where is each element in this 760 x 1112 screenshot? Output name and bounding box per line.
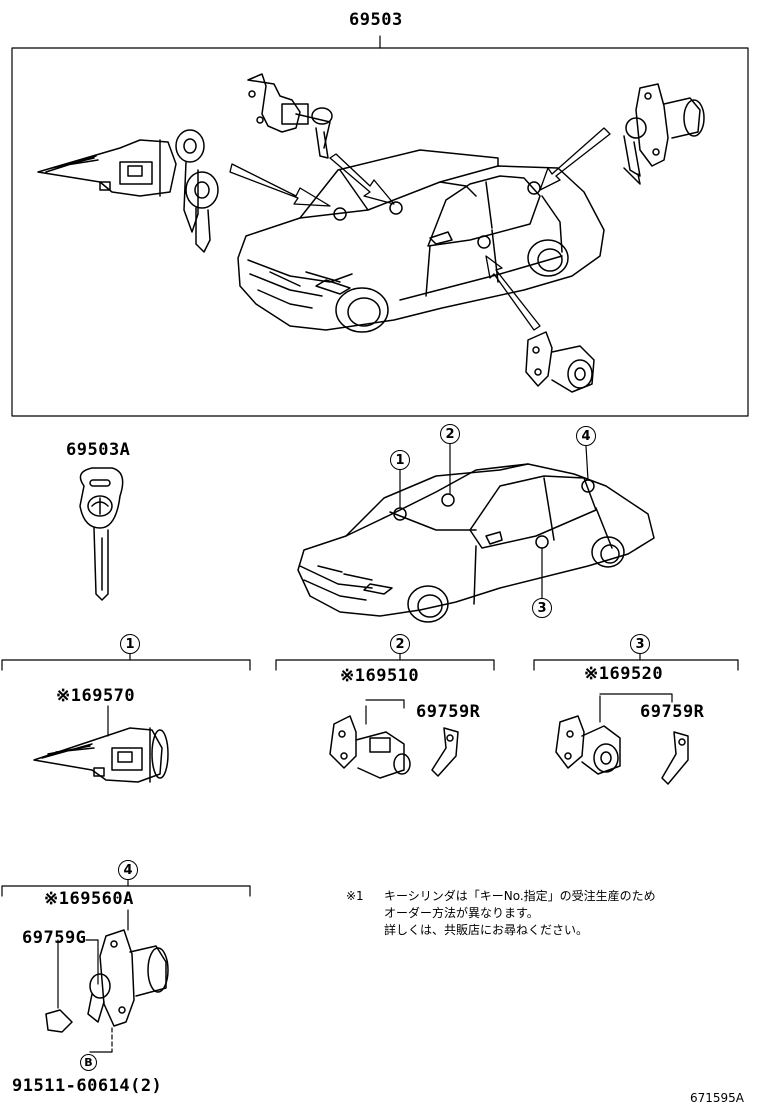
rear-door-lock-cylinder-part <box>555 693 689 785</box>
note-mark: ※1 <box>346 889 364 903</box>
part-number-91511-60614: 91511-60614(2) <box>12 1076 163 1096</box>
screw-mark-b: B <box>80 1054 97 1071</box>
note-line-2: オーダー方法が異なります。 <box>384 906 539 920</box>
part-number-69759r-rear: 69759R <box>640 702 705 722</box>
section-2-header: 2 <box>390 634 410 654</box>
section-brackets <box>1 649 739 897</box>
part-number-169560a: ※169560A <box>44 889 134 909</box>
callout-2-car: 2 <box>440 424 460 444</box>
door-lock-cylinder-bottom <box>525 331 595 393</box>
door-lock-cylinder-top <box>247 73 333 159</box>
trunk-lock-cylinder-top <box>623 83 705 185</box>
part-number-69503a: 69503A <box>66 440 131 460</box>
callout-1-car: 1 <box>390 450 410 470</box>
callout-3-car: 3 <box>532 598 552 618</box>
part-number-69759r-front: 69759R <box>416 702 481 722</box>
car-small-illustration <box>297 463 655 623</box>
trunk-lock-cylinder-part <box>45 909 169 1053</box>
section-3-header: 3 <box>630 634 650 654</box>
ignition-cylinder-with-keys <box>37 129 219 253</box>
section-4-header: 4 <box>118 860 138 880</box>
door-lock-cylinder-part <box>329 699 459 779</box>
key-blank <box>79 467 124 601</box>
car-top-illustration <box>237 149 605 333</box>
note-line-1: キーシリンダは「キーNo.指定」の受注生産のため <box>384 889 656 903</box>
callout-4-car: 4 <box>576 426 596 446</box>
part-number-169520: ※169520 <box>584 664 664 684</box>
section-1-header: 1 <box>120 634 140 654</box>
part-number-169510: ※169510 <box>340 666 420 686</box>
note-line-3: 詳しくは、共販店にお尋ねください。 <box>384 923 589 937</box>
part-number-69759g: 69759G <box>22 928 87 948</box>
part-number-69503: 69503 <box>349 10 403 30</box>
assembly-pointer-arrows <box>229 127 611 331</box>
callout-leaders <box>399 441 589 599</box>
part-number-169570: ※169570 <box>56 686 136 706</box>
ignition-cylinder-part <box>33 705 169 783</box>
figure-code: 671595A <box>690 1091 745 1105</box>
